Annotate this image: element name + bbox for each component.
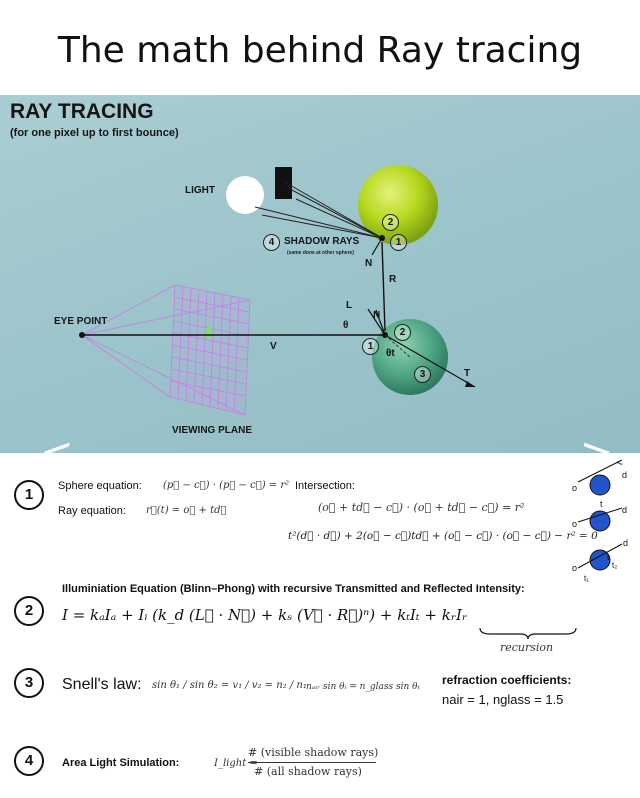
label-shadow-rays: SHADOW RAYS xyxy=(284,236,360,247)
case-label-t5: t₁ xyxy=(584,574,589,583)
illumination-heading: Illuminiation Equation (Blinn–Phong) wit… xyxy=(62,583,525,595)
marker-2-mid: 2 xyxy=(394,324,411,341)
eye-point-dot xyxy=(79,332,85,338)
label-l: L xyxy=(346,300,353,311)
transmitted-arrowhead xyxy=(465,381,475,387)
refraction-coefficients-values: nair = 1, nglass = 1.5 xyxy=(442,692,564,707)
area-light-denominator: # (all shadow rays) xyxy=(254,765,362,778)
occluder-block xyxy=(275,167,292,199)
ray-tracing-panel xyxy=(0,95,640,453)
label-theta-t: θt xyxy=(386,348,395,359)
snells-law-label: Snell's law: xyxy=(62,676,142,693)
label-r: R xyxy=(389,274,397,285)
fraction-bar xyxy=(248,762,376,763)
recursion-label: recursion xyxy=(500,641,554,654)
marker-1-top: 1 xyxy=(390,234,407,251)
transmitted-ray xyxy=(384,334,476,388)
sphere-equation: (p⃗ − c⃗) · (p⃗ − c⃗) = r² xyxy=(163,480,290,491)
area-light-lhs: I_light = xyxy=(214,758,258,769)
refraction-line xyxy=(384,334,411,358)
next-arrow-icon[interactable]: > xyxy=(580,430,614,476)
case-ray-1 xyxy=(577,459,623,483)
marker-3: 3 xyxy=(414,366,431,383)
case-circle-1 xyxy=(589,474,611,496)
case-ray-3 xyxy=(577,543,623,569)
page-title: The math behind Ray tracing xyxy=(57,30,583,71)
panel-title: RAY TRACING xyxy=(10,100,154,123)
ray-sphere-cases-diagram xyxy=(577,459,623,571)
label-shadow-rays-note: (same done at other sphere) xyxy=(287,250,354,256)
case-circle-3 xyxy=(589,549,611,571)
case-label-d3: d xyxy=(623,538,629,548)
recursion-brace xyxy=(479,627,577,640)
label-t: T xyxy=(464,368,471,379)
marker-1-mid: 1 xyxy=(362,338,379,355)
case-label-t2: t xyxy=(600,499,603,509)
shadow-rays xyxy=(254,180,383,239)
section-2-number: 2 xyxy=(14,596,44,626)
label-n-top: N xyxy=(365,258,373,269)
case-label-d2: d xyxy=(622,505,628,515)
case-circle-2 xyxy=(589,510,611,532)
section-4-number: 4 xyxy=(14,746,44,776)
intersection-equation-2: t²(d⃗ · d⃗) + 2(o⃗ − c⃗)td⃗ + (o⃗ − c⃗) … xyxy=(288,530,598,542)
ray-equation: r⃗(t) = o⃗ + td⃗ xyxy=(146,505,227,516)
case-label-t3: t xyxy=(607,552,610,562)
case-label-o1: o xyxy=(572,483,578,493)
label-v: V xyxy=(270,341,277,352)
area-light-label: Area Light Simulation: xyxy=(62,757,180,769)
label-viewing-plane: VIEWING PLANE xyxy=(172,425,253,436)
label-light: LIGHT xyxy=(185,185,215,196)
ray-equation-label: Ray equation: xyxy=(58,505,126,517)
light-source-circle xyxy=(226,176,264,214)
snells-law-equation-2: nₐᵢᵣ sin θᵢ = n_glass sin θₜ xyxy=(306,682,420,692)
green-sphere xyxy=(358,165,438,245)
marker-4: 4 xyxy=(263,234,280,251)
case-ray-2 xyxy=(577,507,623,523)
intersection-equation-1: (o⃗ + td⃗ − c⃗) · (o⃗ + td⃗ − c⃗) = r² xyxy=(318,501,525,514)
snells-law-equation: sin θ₁ / sin θ₂ = v₁ / v₂ = n₂ / n₁ xyxy=(152,680,307,691)
label-eye-point: EYE POINT xyxy=(54,316,108,327)
case-label-o3: o xyxy=(572,563,578,573)
label-theta: θ xyxy=(343,320,349,331)
refraction-coefficients-heading: refraction coefficients: xyxy=(442,673,572,687)
case-label-t4: t₂ xyxy=(612,561,618,570)
section-1-number: 1 xyxy=(14,480,44,510)
normal-arrow-top xyxy=(371,237,383,256)
pixel-highlight xyxy=(206,328,212,337)
marker-2-top: 2 xyxy=(382,214,399,231)
normal-vector xyxy=(375,309,386,336)
ray-tracing-diagram xyxy=(79,165,476,416)
illumination-equation: I = kₐIₐ + Iᵢ (k_d (L⃗ · N⃗) + kₛ (V⃗ · … xyxy=(62,606,468,624)
sphere-equation-label: Sphere equation: xyxy=(58,480,142,492)
label-n-mid: N xyxy=(373,310,381,321)
case-label-o2: o xyxy=(572,519,578,529)
intersection-label: Intersection: xyxy=(295,480,355,492)
case-label-d1: d xyxy=(622,470,628,480)
area-light-numerator: # (visible shadow rays) xyxy=(248,746,379,759)
light-vector xyxy=(367,308,386,336)
viewing-plane-grid xyxy=(81,284,251,416)
prev-arrow-icon[interactable]: < xyxy=(40,430,74,476)
section-3-number: 3 xyxy=(14,668,44,698)
panel-subtitle: (for one pixel up to first bounce) xyxy=(10,127,179,139)
reflected-ray xyxy=(381,241,386,332)
